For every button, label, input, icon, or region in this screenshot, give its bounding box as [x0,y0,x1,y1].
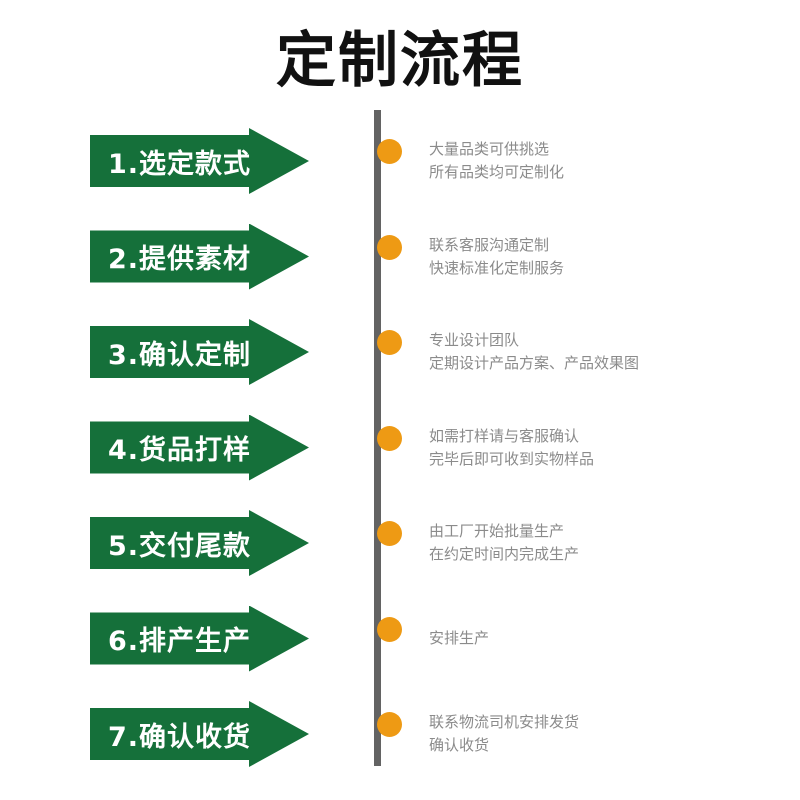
step-description-5: 由工厂开始批量生产在约定时间内完成生产 [429,510,779,576]
step-description-7: 联系物流司机安排发货确认收货 [429,701,779,767]
step-description-line: 专业设计团队 [429,331,520,349]
step-arrow-label: 3.确认定制 [108,339,252,371]
step-description-line: 确认收货 [429,736,490,754]
step-arrow-label: 1.选定款式 [108,148,252,180]
step-arrow-5[interactable]: 5.交付尾款 [90,510,309,576]
step-description-1: 大量品类可供挑选所有品类均可定制化 [429,128,779,194]
step-description-line: 所有品类均可定制化 [429,163,565,181]
step-description-line: 在约定时间内完成生产 [429,545,580,563]
process-step-7: 7.确认收货 联系物流司机安排发货确认收货 [0,701,800,767]
timeline-dot-2 [377,234,402,260]
step-description-3: 专业设计团队定期设计产品方案、产品效果图 [429,319,779,385]
step-description-line: 安排生产 [429,629,490,647]
process-step-6: 6.排产生产 安排生产 [0,606,800,672]
timeline-dot-7 [377,712,402,737]
step-description-line: 定期设计产品方案、产品效果图 [429,354,640,372]
step-arrow-6[interactable]: 6.排产生产 [90,606,309,672]
timeline-dot-3 [377,330,402,355]
step-arrow-label: 7.确认收货 [108,721,252,753]
step-description-2: 联系客服沟通定制快速标准化定制服务 [429,224,779,290]
timeline-dot-4 [377,425,402,451]
timeline-dot-5 [377,521,402,546]
step-description-6: 安排生产 [429,606,779,672]
step-arrow-7[interactable]: 7.确认收货 [90,701,309,767]
timeline-dot-6 [377,616,402,642]
step-arrow-label: 5.交付尾款 [108,530,252,562]
step-description-line: 大量品类可供挑选 [429,140,550,158]
step-description-line: 联系物流司机安排发货 [429,713,580,731]
step-description-4: 如需打样请与客服确认完毕后即可收到实物样品 [429,415,779,481]
page-title: 定制流程 [276,26,524,96]
step-arrow-3[interactable]: 3.确认定制 [90,319,309,385]
process-step-3: 3.确认定制 专业设计团队定期设计产品方案、产品效果图 [0,319,800,385]
step-arrow-4[interactable]: 4.货品打样 [90,415,309,481]
process-step-2: 2.提供素材 联系客服沟通定制快速标准化定制服务 [0,224,800,290]
step-description-line: 由工厂开始批量生产 [429,522,565,540]
process-step-4: 4.货品打样 如需打样请与客服确认完毕后即可收到实物样品 [0,415,800,481]
step-description-line: 快速标准化定制服务 [429,258,565,277]
step-arrow-label: 2.提供素材 [108,244,252,275]
step-description-line: 如需打样请与客服确认 [429,426,580,445]
step-arrow-label: 6.排产生产 [108,626,252,657]
step-description-line: 联系客服沟通定制 [429,235,550,254]
timeline-dot-1 [377,139,402,164]
step-description-line: 完毕后即可收到实物样品 [429,449,595,468]
process-step-1: 1.选定款式 大量品类可供挑选所有品类均可定制化 [0,128,800,194]
process-step-5: 5.交付尾款 由工厂开始批量生产在约定时间内完成生产 [0,510,800,576]
step-arrow-1[interactable]: 1.选定款式 [90,128,309,194]
step-arrow-2[interactable]: 2.提供素材 [90,224,309,290]
step-arrow-label: 4.货品打样 [108,435,252,466]
